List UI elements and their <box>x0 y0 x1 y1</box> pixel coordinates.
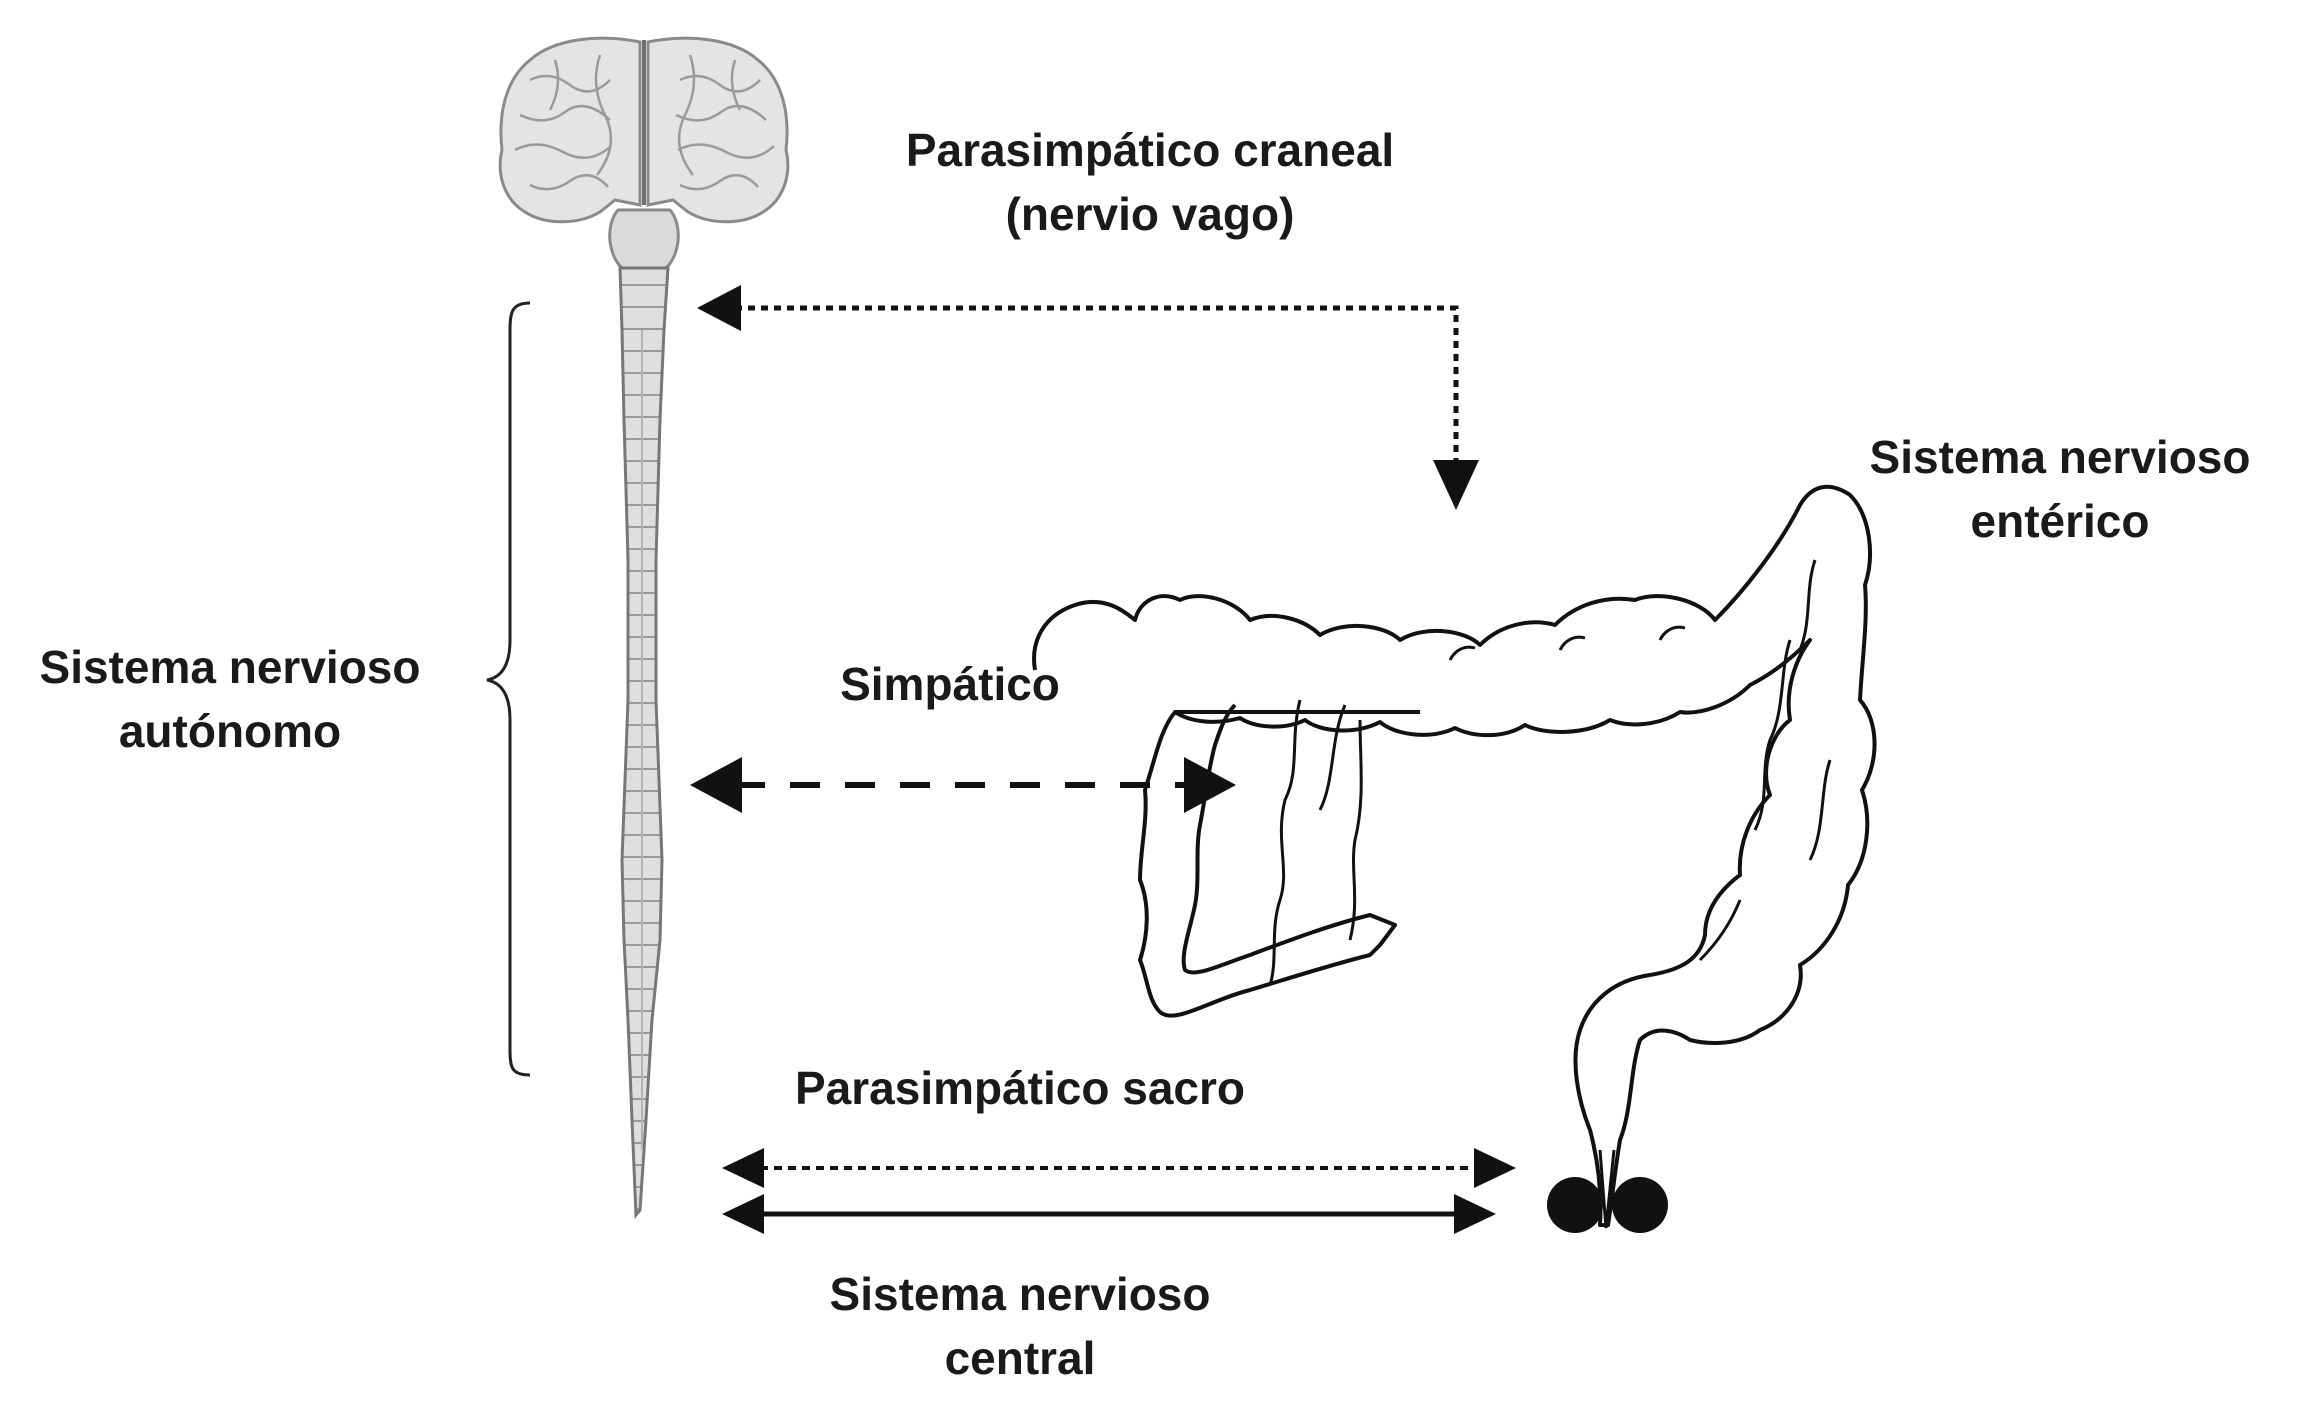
arrowhead-left <box>722 1148 764 1188</box>
enteric-label-line2: entérico <box>1970 495 2150 547</box>
arrowhead-left <box>722 1194 764 1234</box>
arrowhead-right <box>1454 1194 1496 1234</box>
sympathetic-label: Simpático <box>760 652 1140 716</box>
enteric-label-line1: Sistema nervioso <box>1869 431 2251 483</box>
arrowhead-right <box>1184 757 1236 813</box>
sacral-parasympathetic-label: Parasimpático sacro <box>700 1056 1340 1120</box>
autonomic-brace <box>486 301 531 1077</box>
central-nervous-system-arrow <box>722 1194 1496 1234</box>
central-nervous-system-label: Sistema nervioso central <box>740 1262 1300 1390</box>
brain-illustration <box>498 36 790 270</box>
arrowhead-left <box>697 285 741 331</box>
cns-label-line1: Sistema nervioso <box>829 1268 1211 1320</box>
arrowhead-down <box>1433 460 1479 510</box>
sacral-parasympathetic-arrow <box>722 1148 1516 1188</box>
autonomic-nervous-system-label: Sistema nervioso autónomo <box>0 635 460 763</box>
colon-illustration <box>1032 484 1877 1233</box>
ans-label-line1: Sistema nervioso <box>39 641 421 693</box>
cranial-label-line1: Parasimpático craneal <box>905 124 1395 176</box>
arrowhead-right <box>1474 1148 1516 1188</box>
sacral-label-text: Parasimpático sacro <box>794 1062 1245 1114</box>
ans-label-line2: autónomo <box>118 705 342 757</box>
spinal-cord-illustration <box>618 266 670 1220</box>
cranial-parasympathetic-label: Parasimpático craneal (nervio vago) <box>800 118 1500 246</box>
arrowhead-left <box>690 757 742 813</box>
cranial-label-line2: (nervio vago) <box>1005 188 1295 240</box>
sympathetic-arrow <box>690 757 1236 813</box>
enteric-nervous-system-label: Sistema nervioso entérico <box>1820 425 2300 553</box>
cranial-parasympathetic-arrow <box>697 285 1479 510</box>
cns-label-line2: central <box>944 1332 1096 1384</box>
sympathetic-label-text: Simpático <box>840 658 1060 710</box>
